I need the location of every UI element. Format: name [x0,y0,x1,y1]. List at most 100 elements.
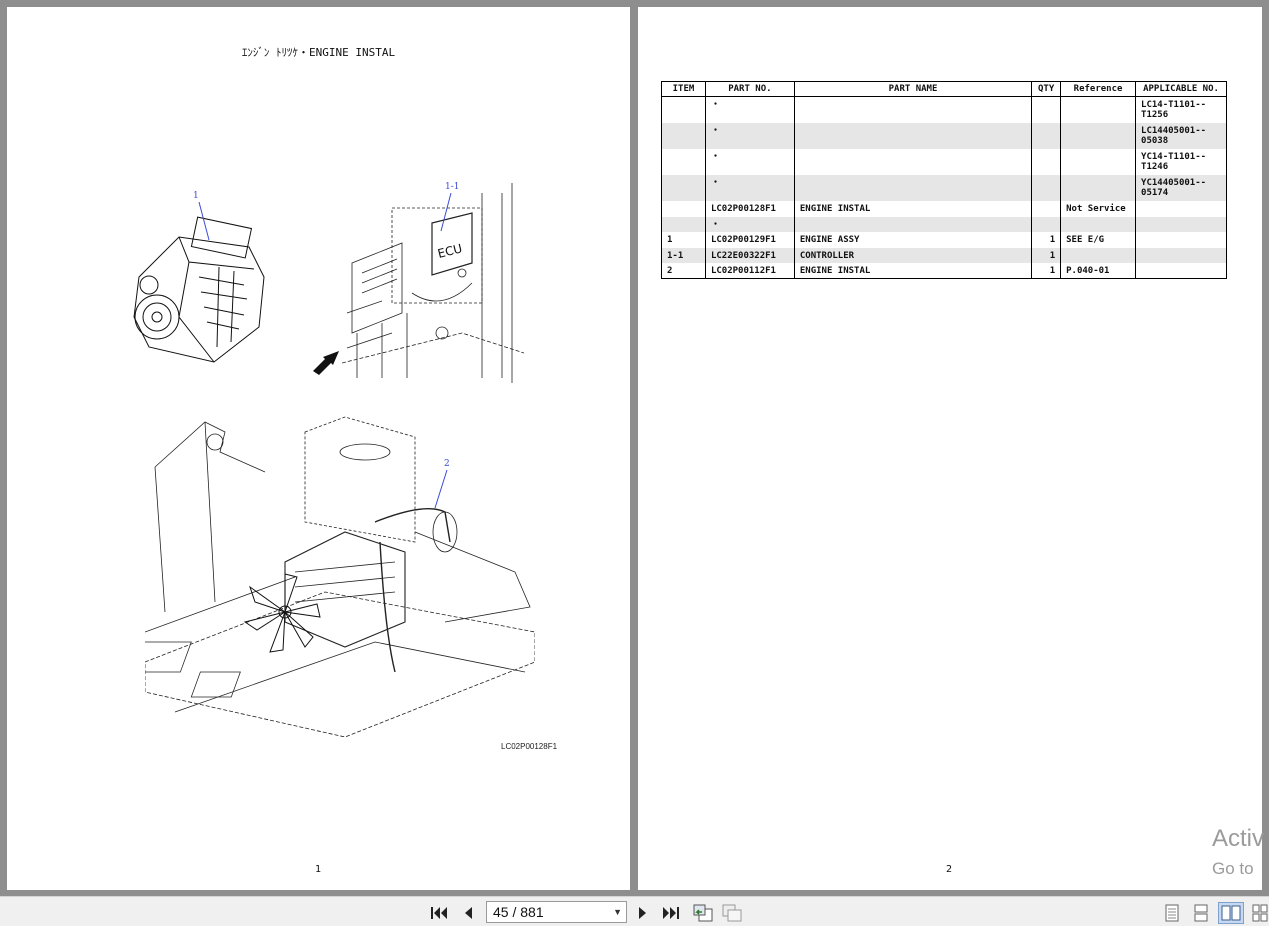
parts-table: ITEM PART NO. PART NAME QTY Reference AP… [661,81,1227,279]
cell-applicable-no [1135,247,1227,263]
cell-part-no: ・ [704,216,795,232]
go-forward-view-icon[interactable] [721,904,743,922]
parts-table-body: ・LC14-T1101-- T1256・LC14405001-- 05038・Y… [661,96,1227,279]
column-header-part-no: PART NO. [704,81,795,97]
go-back-view-icon[interactable] [692,904,714,922]
cell-item: 2 [661,262,706,279]
cell-item [661,200,706,217]
page-number: 1 [315,864,322,875]
cell-applicable-no [1135,200,1227,217]
cell-applicable-no: YC14405001-- 05174 [1135,174,1227,201]
cell-part-no: ・ [704,148,795,175]
table-header-row: ITEM PART NO. PART NAME QTY Reference AP… [661,81,1227,97]
front-direction-arrow-icon [313,351,339,375]
drawing-code: LC02P00128F1 [501,742,558,751]
cell-qty [1031,96,1062,123]
page-number: 2 [946,864,953,875]
table-row: ・LC14405001-- 05038 [661,122,1227,149]
cell-qty [1031,122,1062,149]
table-row: ・ YC14-T1101-- T1246 [661,148,1227,175]
ecu-label: ECU [436,241,463,261]
cell-part-name [793,174,1033,201]
page-1: ｴﾝｼﾞﾝ ﾄﾘﾂｹ・ENGINE INSTAL 1 [7,7,630,890]
cell-qty [1031,216,1062,232]
cell-qty: 1 [1031,231,1062,248]
cell-part-no: LC02P00128F1 [704,200,795,217]
previous-page-icon[interactable] [459,904,477,922]
continuous-facing-view-icon[interactable] [1252,904,1268,922]
column-header-applicable-no: APPLICABLE NO. [1135,81,1227,97]
cell-reference: SEE E/G [1060,231,1137,248]
cell-part-no: LC22E00322F1 [704,247,795,263]
single-page-view-icon[interactable] [1163,904,1181,922]
cell-part-name: ENGINE ASSY [793,231,1033,248]
next-page-icon[interactable] [634,904,652,922]
cell-reference: P.040-01 [1060,262,1137,279]
page-number-select[interactable]: 45 / 881 ▼ [486,901,627,923]
table-row: ・ LC14-T1101-- T1256 [661,96,1227,123]
leader-line [440,193,452,232]
cell-part-name [793,148,1033,175]
last-page-icon[interactable] [662,904,680,922]
controller-location-illustration: ECU [342,183,524,383]
cell-item [661,148,706,175]
cell-part-name [793,216,1033,232]
cell-reference [1060,96,1137,123]
column-header-item: ITEM [661,81,706,97]
cell-reference [1060,122,1137,149]
page-2: ITEM PART NO. PART NAME QTY Reference AP… [638,7,1265,890]
chevron-down-icon: ▼ [613,907,622,917]
cell-applicable-no: YC14-T1101-- T1246 [1135,148,1227,175]
column-header-qty: QTY [1031,81,1062,97]
cell-qty [1031,148,1062,175]
cell-item: 1 [661,231,706,248]
callout-1: 1 [193,191,199,201]
cell-part-name [793,96,1033,123]
callout-2: 2 [444,459,450,469]
cell-item [661,216,706,232]
cell-applicable-no: LC14-T1101-- T1256 [1135,96,1227,123]
activation-watermark-line1: Activ [1212,825,1265,852]
column-header-reference: Reference [1060,81,1137,97]
cell-part-no: ・ [704,174,795,201]
activation-watermark-line2: Go to [1212,859,1254,878]
cell-applicable-no [1135,262,1227,279]
leader-line [198,202,210,241]
callout-1-1: 1-1 [445,182,460,192]
leader-line [434,470,448,509]
first-page-icon[interactable] [430,904,448,922]
page-indicator: 45 / 881 [493,904,544,920]
cell-part-no: LC02P00112F1 [704,262,795,279]
cell-part-name: CONTROLLER [793,247,1033,263]
cell-part-name: ENGINE INSTAL [793,200,1033,217]
cell-reference: Not Service [1060,200,1137,217]
cell-part-no: ・ [704,96,795,123]
cell-applicable-no [1135,231,1227,248]
table-row: ・ [661,216,1227,232]
engine-assy-illustration [133,216,265,363]
cell-reference [1060,216,1137,232]
cell-reference [1060,247,1137,263]
cell-part-name [793,122,1033,149]
column-header-part-name: PART NAME [793,81,1033,97]
cell-item [661,96,706,123]
cell-qty: 1 [1031,262,1062,279]
cell-item [661,174,706,201]
cell-part-name: ENGINE INSTAL [793,262,1033,279]
cell-item [661,122,706,149]
navigation-toolbar: 45 / 881 ▼ [0,896,1269,926]
continuous-view-icon[interactable] [1192,904,1210,922]
cell-qty [1031,174,1062,201]
document-viewer[interactable]: ｴﾝｼﾞﾝ ﾄﾘﾂｹ・ENGINE INSTAL 1 [0,0,1269,896]
cell-qty: 1 [1031,247,1062,263]
page-title: ｴﾝｼﾞﾝ ﾄﾘﾂｹ・ENGINE INSTAL [241,46,396,59]
cell-reference [1060,148,1137,175]
cell-reference [1060,174,1137,201]
engine-instal-illustration [145,416,535,737]
cell-part-no: LC02P00129F1 [704,231,795,248]
facing-view-icon[interactable] [1218,902,1244,924]
